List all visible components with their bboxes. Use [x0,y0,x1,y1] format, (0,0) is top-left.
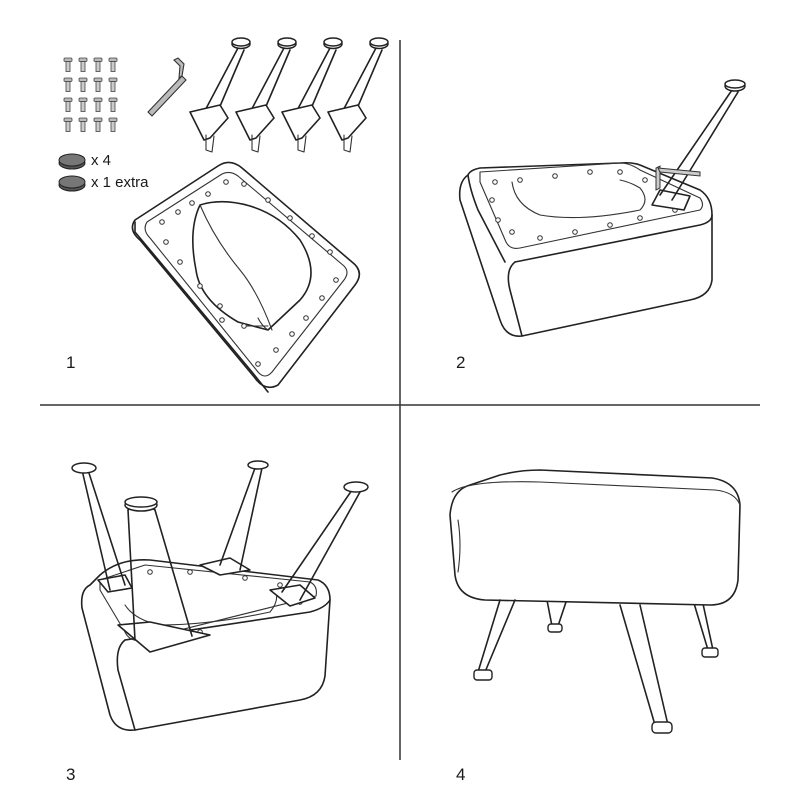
hairpin-leg-icon [327,37,389,153]
hairpin-leg-icon [281,37,343,153]
screw-icon [78,97,88,112]
hairpin-leg-icon [235,37,297,153]
screw-icon [63,77,73,92]
mounting-hole [489,197,495,203]
mounting-hole [333,277,339,283]
step-1-number: 1 [66,353,76,372]
hairpin-leg-icon [619,604,673,734]
step-3-number: 3 [66,765,76,784]
step-2-number: 2 [456,353,466,372]
screw-icon [93,117,103,132]
hairpin-leg-icon [189,37,251,153]
mounting-hole [327,249,333,255]
hairpin-leg-icon [124,496,193,641]
mounting-hole [492,179,498,185]
mounting-hole [319,295,325,301]
step-4-number: 4 [456,765,466,784]
screw-icon [108,117,118,132]
screw-icon [93,77,103,92]
mounting-hole [273,347,279,353]
step-1-drawing [58,37,389,393]
step-2-drawing [458,79,746,337]
mounting-hole [217,303,223,309]
felt-pad-extra-quantity-label: x 1 extra [91,174,149,191]
mounting-hole [552,173,558,179]
mounting-hole [241,323,247,329]
mounting-hole [287,215,293,221]
mounting-hole [265,197,271,203]
hairpin-leg-icon [473,599,516,681]
screw-icon [63,117,73,132]
screw-icon [78,77,88,92]
mounting-hole [309,233,315,239]
mounting-hole [642,177,648,183]
screw-icon [78,57,88,72]
allen-key-icon [147,57,187,117]
mounting-hole [189,200,195,206]
hairpin-leg-icon [219,460,269,571]
mounting-hole [187,569,193,575]
step-4-drawing [449,469,741,734]
hairpin-leg-icon [689,589,719,658]
mounting-hole [197,283,203,289]
hairpin-leg-icon [281,481,369,601]
screw-icon [63,97,73,112]
felt-pad-icon [58,153,86,170]
mounting-hole [537,235,543,241]
mounting-hole [277,582,283,588]
mounting-hole [495,217,501,223]
screw-icon [78,117,88,132]
screw-icon [108,57,118,72]
screw-icon [63,57,73,72]
mounting-hole [177,259,183,265]
screws-group [63,57,118,132]
mounting-hole [163,239,169,245]
mounting-hole [159,219,165,225]
felt-pad-quantity-label: x 4 [91,152,112,169]
mounting-hole [509,229,515,235]
mounting-hole [607,222,613,228]
mounting-hole [617,169,623,175]
mounting-hole [219,317,225,323]
screw-icon [108,77,118,92]
mounting-hole [255,361,261,367]
mounting-hole [517,177,523,183]
hairpin-legs-group [189,37,389,153]
mounting-hole [241,181,247,187]
mounting-hole [303,315,309,321]
mounting-hole [637,215,643,221]
felt-pad-extra-icon [58,175,86,192]
mounting-hole [175,209,181,215]
mounting-hole [587,169,593,175]
hairpin-leg-icon [71,462,126,591]
allen-key-in-use-icon [655,165,701,191]
mounting-hole [242,575,248,581]
step-3-drawing [71,460,369,732]
mounting-hole [223,179,229,185]
screw-icon [93,97,103,112]
hairpin-leg-icon [651,79,746,211]
mounting-hole [205,191,211,197]
mounting-hole [147,569,153,575]
ottoman-bottom-view [131,161,361,393]
mounting-hole [289,331,295,337]
screw-icon [93,57,103,72]
screw-icon [108,97,118,112]
mounting-hole [572,229,578,235]
